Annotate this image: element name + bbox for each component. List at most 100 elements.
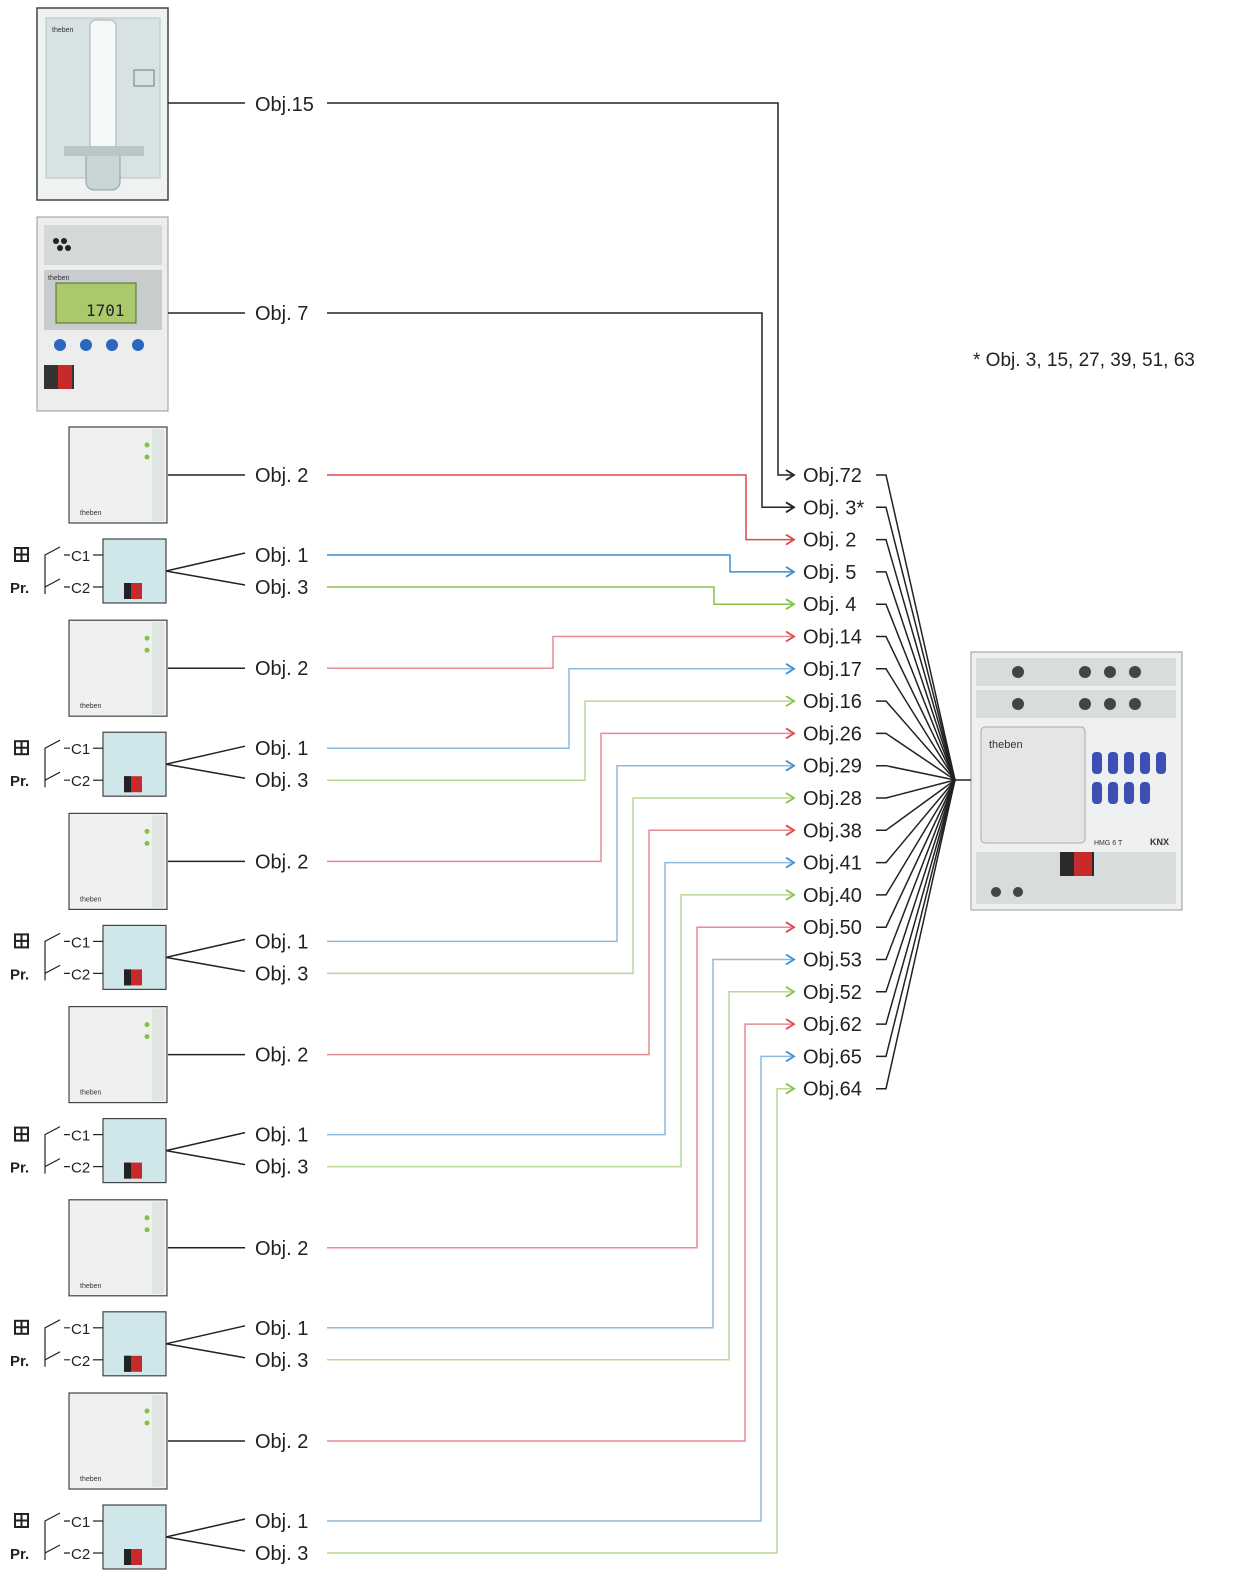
binary-input-terminal xyxy=(124,583,131,599)
switch-contact-c2 xyxy=(44,1141,70,1174)
target-label: Obj. 4 xyxy=(803,594,856,616)
actuator-device: theben HMG 6 T KNX xyxy=(970,651,1183,911)
wire-blue xyxy=(327,1055,792,1522)
fan-in-line xyxy=(876,764,956,781)
input1-obj-label: Obj. 1 xyxy=(255,1511,308,1533)
target-label: Obj.52 xyxy=(803,982,862,1004)
actuator-model: HMG 6 T xyxy=(1094,840,1123,847)
target-arrow xyxy=(785,986,796,998)
target-label: Obj.28 xyxy=(803,788,862,810)
target-arrow xyxy=(785,1082,796,1095)
sensor-led xyxy=(144,1215,150,1221)
target-arrow xyxy=(785,663,796,675)
wire-red xyxy=(327,635,792,669)
program-label: Pr. xyxy=(10,966,29,983)
wire-red xyxy=(327,1023,792,1442)
sensor-brand: theben xyxy=(80,510,102,517)
switch-label-c2: C2 xyxy=(71,580,90,597)
switch-contact-c2 xyxy=(44,755,70,788)
switch-label-c2: C2 xyxy=(71,966,90,983)
sensor-edge xyxy=(152,1201,164,1294)
target-arrow xyxy=(785,566,796,578)
target-arrow xyxy=(785,630,796,643)
switch-label-c1: C1 xyxy=(71,1128,90,1145)
fan-in-line xyxy=(876,779,956,993)
target-arrow xyxy=(785,824,796,837)
input3-obj-label: Obj. 3 xyxy=(255,1350,308,1372)
window-icon-cross xyxy=(15,1514,28,1527)
fan-in-line xyxy=(876,668,956,781)
wire-red xyxy=(327,732,792,863)
timer-device: 1701 theben xyxy=(36,216,169,412)
timer-display-text: 1701 xyxy=(86,301,125,320)
fan-in-line xyxy=(876,603,956,781)
switch-label-c1: C1 xyxy=(71,934,90,951)
target-label: Obj.26 xyxy=(803,723,862,745)
wire-green xyxy=(327,700,792,781)
wire-blue xyxy=(327,668,792,749)
fan-in-line xyxy=(876,538,956,781)
sensor-device xyxy=(68,426,168,524)
wire-green xyxy=(327,1087,792,1554)
sensor-device xyxy=(68,812,168,911)
target-arrow xyxy=(785,1050,796,1063)
window-icon-cross xyxy=(15,548,28,561)
fan-in-line xyxy=(876,779,956,896)
wire-green xyxy=(327,991,792,1361)
target-label: Obj. 3* xyxy=(803,497,864,519)
sensor-obj-label: Obj. 2 xyxy=(255,465,308,487)
target-arrow xyxy=(785,953,796,966)
binary-input-terminal xyxy=(124,776,131,793)
target-arrow xyxy=(785,727,796,740)
fan-in-line xyxy=(876,635,956,781)
actuator-brand: theben xyxy=(989,739,1023,751)
target-label: Obj.17 xyxy=(803,659,862,681)
switch-contact-c2 xyxy=(44,1528,70,1560)
wire-blue xyxy=(327,554,792,573)
fan-in-line xyxy=(876,779,956,1058)
wire-green xyxy=(327,797,792,975)
window-icon-cross xyxy=(15,1127,28,1141)
timer-label: Obj. 7 xyxy=(255,303,308,325)
switch-label-c2: C2 xyxy=(71,1546,90,1563)
target-label: Obj.14 xyxy=(803,627,862,649)
input1-obj-label: Obj. 1 xyxy=(255,1318,308,1340)
fan-in-line xyxy=(876,779,956,1025)
sensor-edge xyxy=(152,429,164,521)
target-label: Obj.65 xyxy=(803,1046,862,1068)
weather-station-device: theben xyxy=(36,7,169,201)
sensor-led xyxy=(144,1034,150,1040)
wire-blue xyxy=(327,861,792,1136)
input1-obj-label: Obj. 1 xyxy=(255,738,308,760)
sensor-edge xyxy=(152,1008,164,1101)
fan-in-line xyxy=(876,779,956,832)
switch-label-c1: C1 xyxy=(71,1514,90,1531)
wire-obj15 xyxy=(327,102,792,476)
sensor-device xyxy=(68,1392,168,1490)
target-label: Obj.72 xyxy=(803,465,862,487)
devices-layer: theben 1701 theben theben xyxy=(14,7,1183,1570)
sensor-led xyxy=(144,1022,150,1028)
fan-in-line xyxy=(876,779,956,864)
switch-contact-c1 xyxy=(44,1512,70,1528)
sensor-device xyxy=(68,1005,168,1104)
input1-obj-label: Obj. 1 xyxy=(255,1125,308,1147)
program-label: Pr. xyxy=(10,580,29,597)
sensor-led xyxy=(144,442,150,448)
fan-in-line xyxy=(876,700,956,781)
sensor-brand: theben xyxy=(80,1283,102,1290)
target-label: Obj.41 xyxy=(803,853,862,875)
input3-obj-label: Obj. 3 xyxy=(255,577,308,599)
target-arrow xyxy=(785,695,796,707)
actuator-knx-logo: KNX xyxy=(1150,837,1169,847)
binary-input-terminal xyxy=(124,969,131,986)
sensor-led xyxy=(144,840,150,846)
sensor-brand: theben xyxy=(80,1090,102,1097)
target-label: Obj.29 xyxy=(803,756,862,778)
fan-in-line xyxy=(876,732,956,781)
svg-text:theben: theben xyxy=(48,275,70,282)
input3-obj-label: Obj. 3 xyxy=(255,1157,308,1179)
sensor-obj-label: Obj. 2 xyxy=(255,1045,308,1067)
sensor-edge xyxy=(152,1395,164,1487)
